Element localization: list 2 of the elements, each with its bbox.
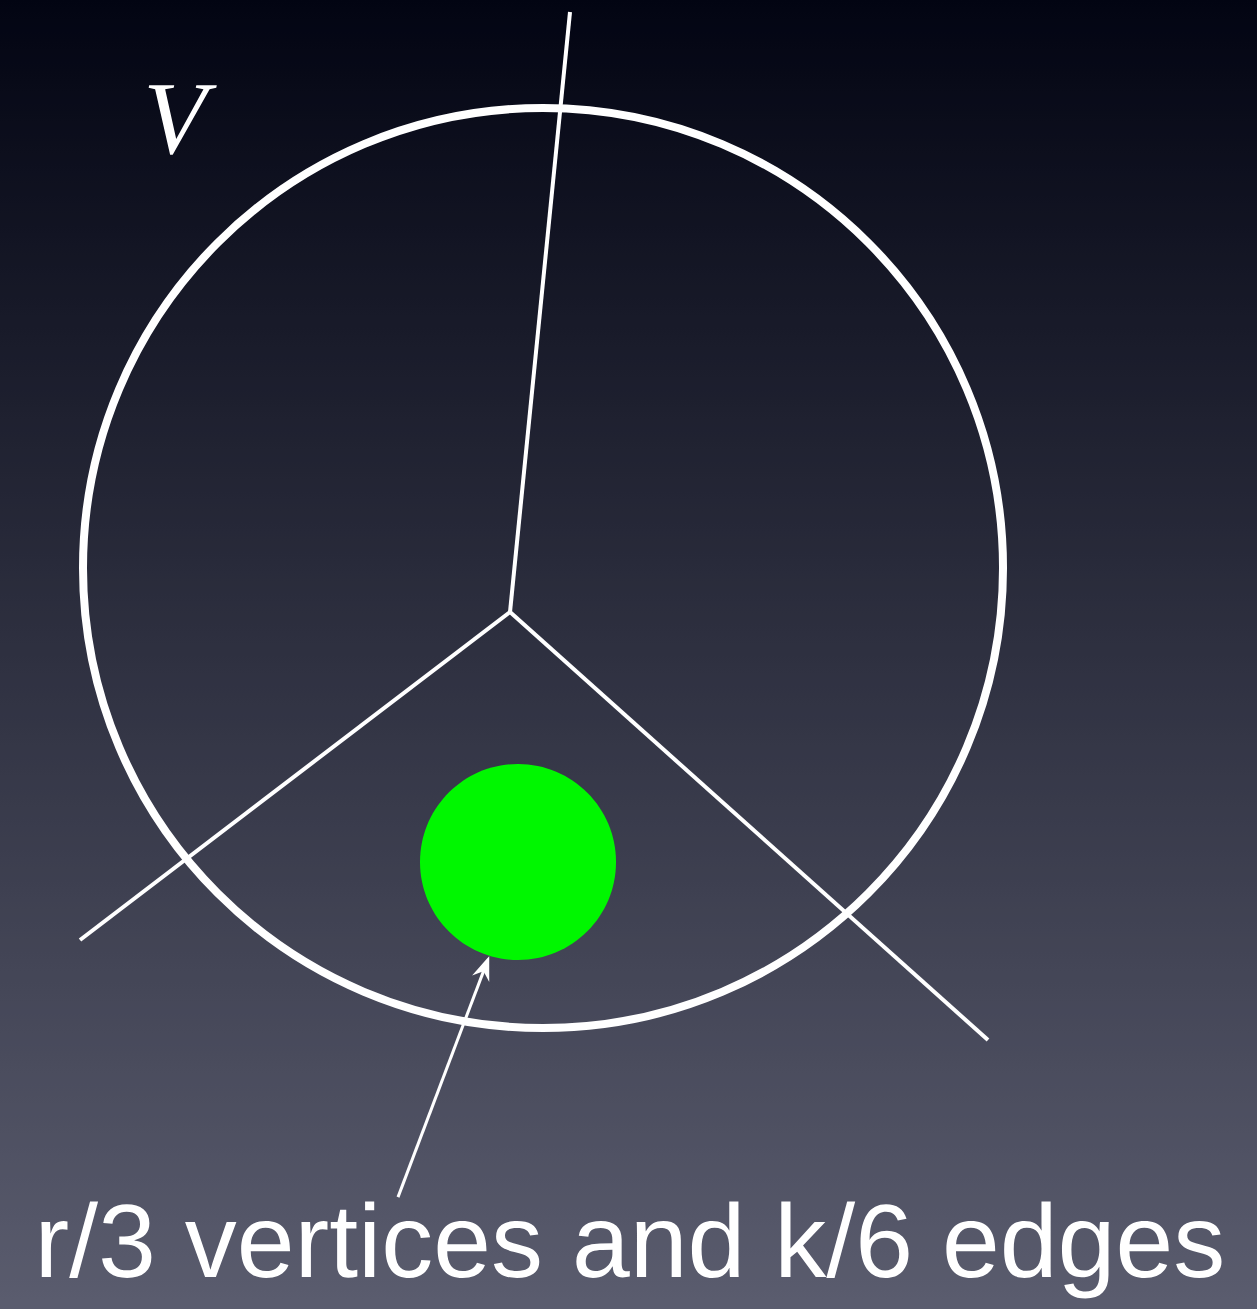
vertex-disc (420, 764, 616, 960)
caption-text: r/3 vertices and k/6 edges (41, 1201, 1222, 1299)
